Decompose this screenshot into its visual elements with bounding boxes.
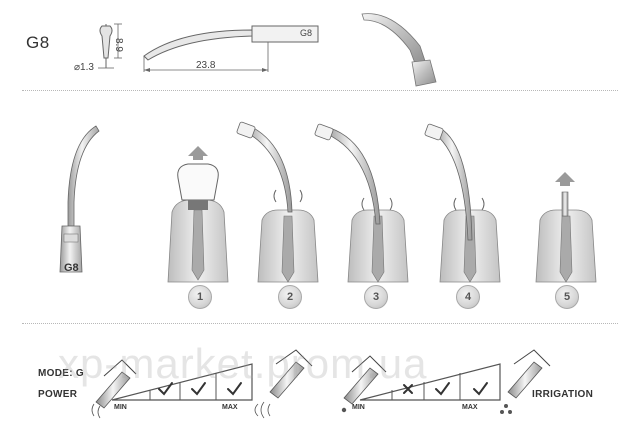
step-4-tooth: [424, 123, 501, 283]
model-label: G8: [26, 33, 50, 52]
irrigation-marks: [403, 382, 488, 396]
g8-tip-label: G8: [64, 262, 79, 274]
irrigation-cross-icon-1: [403, 384, 413, 394]
watermark: xp-market.prom.ua: [58, 340, 428, 387]
g8-tip-drawing: [59, 125, 100, 273]
power-max-label: MAX: [222, 404, 238, 411]
step-2-tooth: [236, 121, 319, 283]
tip-length-drawing: [143, 25, 319, 72]
irrigation-level-wedge: [359, 363, 501, 401]
header-divider: [22, 90, 618, 91]
procedure-divider: [22, 323, 618, 324]
tip-render: [361, 13, 437, 87]
length-dimension: 23.8: [196, 60, 216, 71]
power-check-icon-2: [191, 382, 206, 396]
power-level-wedge: [111, 363, 253, 401]
step-5-tooth: [535, 172, 597, 283]
power-check-icon-3: [227, 382, 242, 396]
mode-label: MODE: G: [38, 368, 84, 379]
tip-mark: G8: [300, 28, 313, 38]
power-handpiece-icon-right: [254, 349, 313, 419]
irrigation-label: IRRIGATION: [532, 389, 594, 400]
step-3-tooth: [314, 123, 409, 283]
power-handpiece-icon-left: [91, 359, 137, 419]
step-number-5: 5: [555, 285, 579, 309]
power-label: POWER: [38, 389, 78, 400]
irrigation-check-icon-3: [473, 382, 488, 396]
irrigation-handpiece-icon-left: [341, 355, 387, 413]
irrigation-handpiece-icon-right: [500, 349, 551, 414]
irrigation-min-label: MIN: [352, 404, 365, 411]
diameter-dimension: ⌀1.3: [74, 62, 94, 73]
procedure-illustrations: [167, 121, 597, 283]
step-number-4: 4: [456, 285, 480, 309]
step-number-1: 1: [188, 285, 212, 309]
irrigation-check-icon-2: [435, 382, 450, 396]
step-1-tooth: [167, 146, 229, 283]
power-check-icon-1: [158, 382, 173, 396]
step-number-2: 2: [278, 285, 302, 309]
step-number-3: 3: [364, 285, 388, 309]
irrigation-max-label: MAX: [462, 404, 478, 411]
power-marks: [158, 382, 242, 396]
tip-profile-drawing: [98, 23, 122, 69]
power-min-label: MIN: [114, 404, 127, 411]
